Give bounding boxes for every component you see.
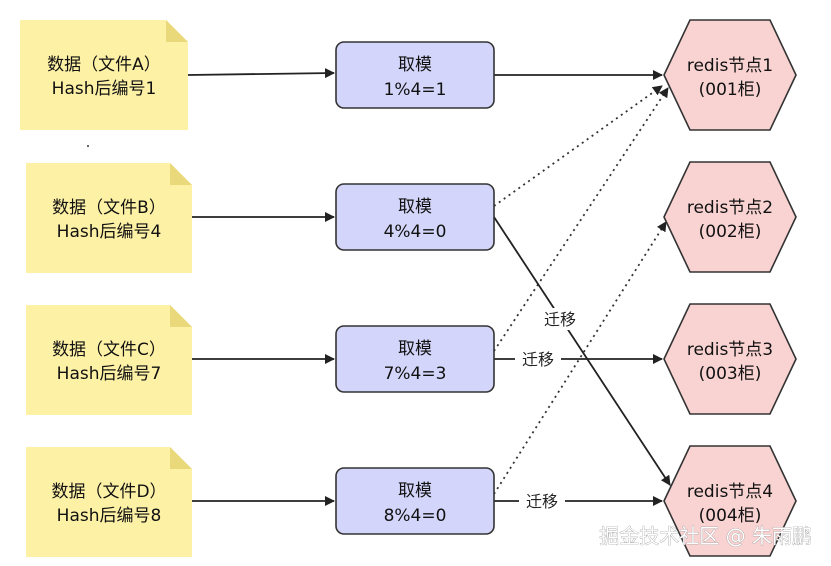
- document-d-line1: 数据（文件D）: [51, 482, 166, 502]
- document-d-line2: Hash后编号8: [57, 506, 162, 526]
- redis-2-line1: redis节点2: [687, 198, 773, 218]
- document-node-a: 数据（文件A） Hash后编号1: [20, 20, 188, 130]
- document-c-line1: 数据（文件C）: [52, 340, 166, 360]
- redis-node-1: redis节点1 (001柜): [663, 19, 797, 131]
- redis-node-3: redis节点3 (003柜): [663, 303, 797, 415]
- watermark: 掘金技术社区 @ 朱雨鹏: [599, 524, 812, 548]
- document-b-line2: Hash后编号4: [57, 222, 162, 242]
- redis-2-line2: (002柜): [699, 222, 762, 242]
- redis-nodes: redis节点1 (001柜) redis节点2 (002柜) redis节点3…: [663, 19, 797, 557]
- edges: [187, 68, 671, 506]
- modulo-node-c: 取模 7%4=3: [335, 325, 495, 393]
- document-node-d: 数据（文件D） Hash后编号8: [26, 447, 192, 557]
- document-b-line1: 数据（文件B）: [52, 198, 166, 218]
- modulo-d-line1: 取模: [398, 481, 432, 501]
- document-a-line2: Hash后编号1: [52, 79, 157, 99]
- edge-mod-b-to-redis-4-migrate: [493, 216, 671, 486]
- edge-label-migrate-b: 迁移: [544, 310, 576, 329]
- document-node-c: 数据（文件C） Hash后编号7: [26, 305, 192, 415]
- redis-node-4: redis节点4 (004柜): [663, 445, 797, 557]
- modulo-b-line2: 4%4=0: [384, 222, 447, 242]
- redis-1-line1: redis节点1: [687, 56, 773, 76]
- redis-1-line2: (001柜): [699, 80, 762, 100]
- edge-mod-b-to-redis-1-old: [493, 85, 663, 207]
- modulo-a-line1: 取模: [398, 55, 432, 75]
- edge-label-migrate-d: 迁移: [526, 492, 558, 511]
- edge-labels: 迁移 迁移 迁移: [515, 308, 582, 512]
- edge-doc-a-to-mod-a: [187, 68, 335, 79]
- document-a-line1: 数据（文件A）: [47, 55, 161, 75]
- document-c-line2: Hash后编号7: [57, 364, 162, 384]
- modulo-node-d: 取模 8%4=0: [335, 467, 495, 535]
- redis-node-2: redis节点2 (002柜): [663, 161, 797, 273]
- document-nodes: 数据（文件A） Hash后编号1 数据（文件B） Hash后编号4 数据（文件C…: [20, 20, 192, 557]
- redis-4-line1: redis节点4: [687, 482, 773, 502]
- modulo-node-a: 取模 1%4=1: [335, 41, 495, 109]
- edge-label-migrate-c: 迁移: [522, 350, 554, 369]
- modulo-b-line1: 取模: [398, 197, 432, 217]
- modulo-c-line2: 7%4=3: [384, 364, 447, 384]
- modulo-a-line2: 1%4=1: [384, 80, 447, 100]
- redis-3-line2: (003柜): [699, 364, 762, 384]
- redis-3-line1: redis节点3: [687, 340, 773, 360]
- stray-dot: [87, 145, 89, 147]
- modulo-c-line1: 取模: [398, 339, 432, 359]
- modulo-d-line2: 8%4=0: [384, 506, 447, 526]
- redis-4-line2: (004柜): [699, 506, 762, 526]
- document-node-b: 数据（文件B） Hash后编号4: [26, 163, 192, 273]
- edge-mod-c-to-redis-1-old: [493, 87, 669, 352]
- modulo-node-b: 取模 4%4=0: [335, 183, 495, 251]
- modulo-nodes: 取模 1%4=1 取模 4%4=0 取模 7%4=3 取模 8%4=0: [335, 41, 495, 535]
